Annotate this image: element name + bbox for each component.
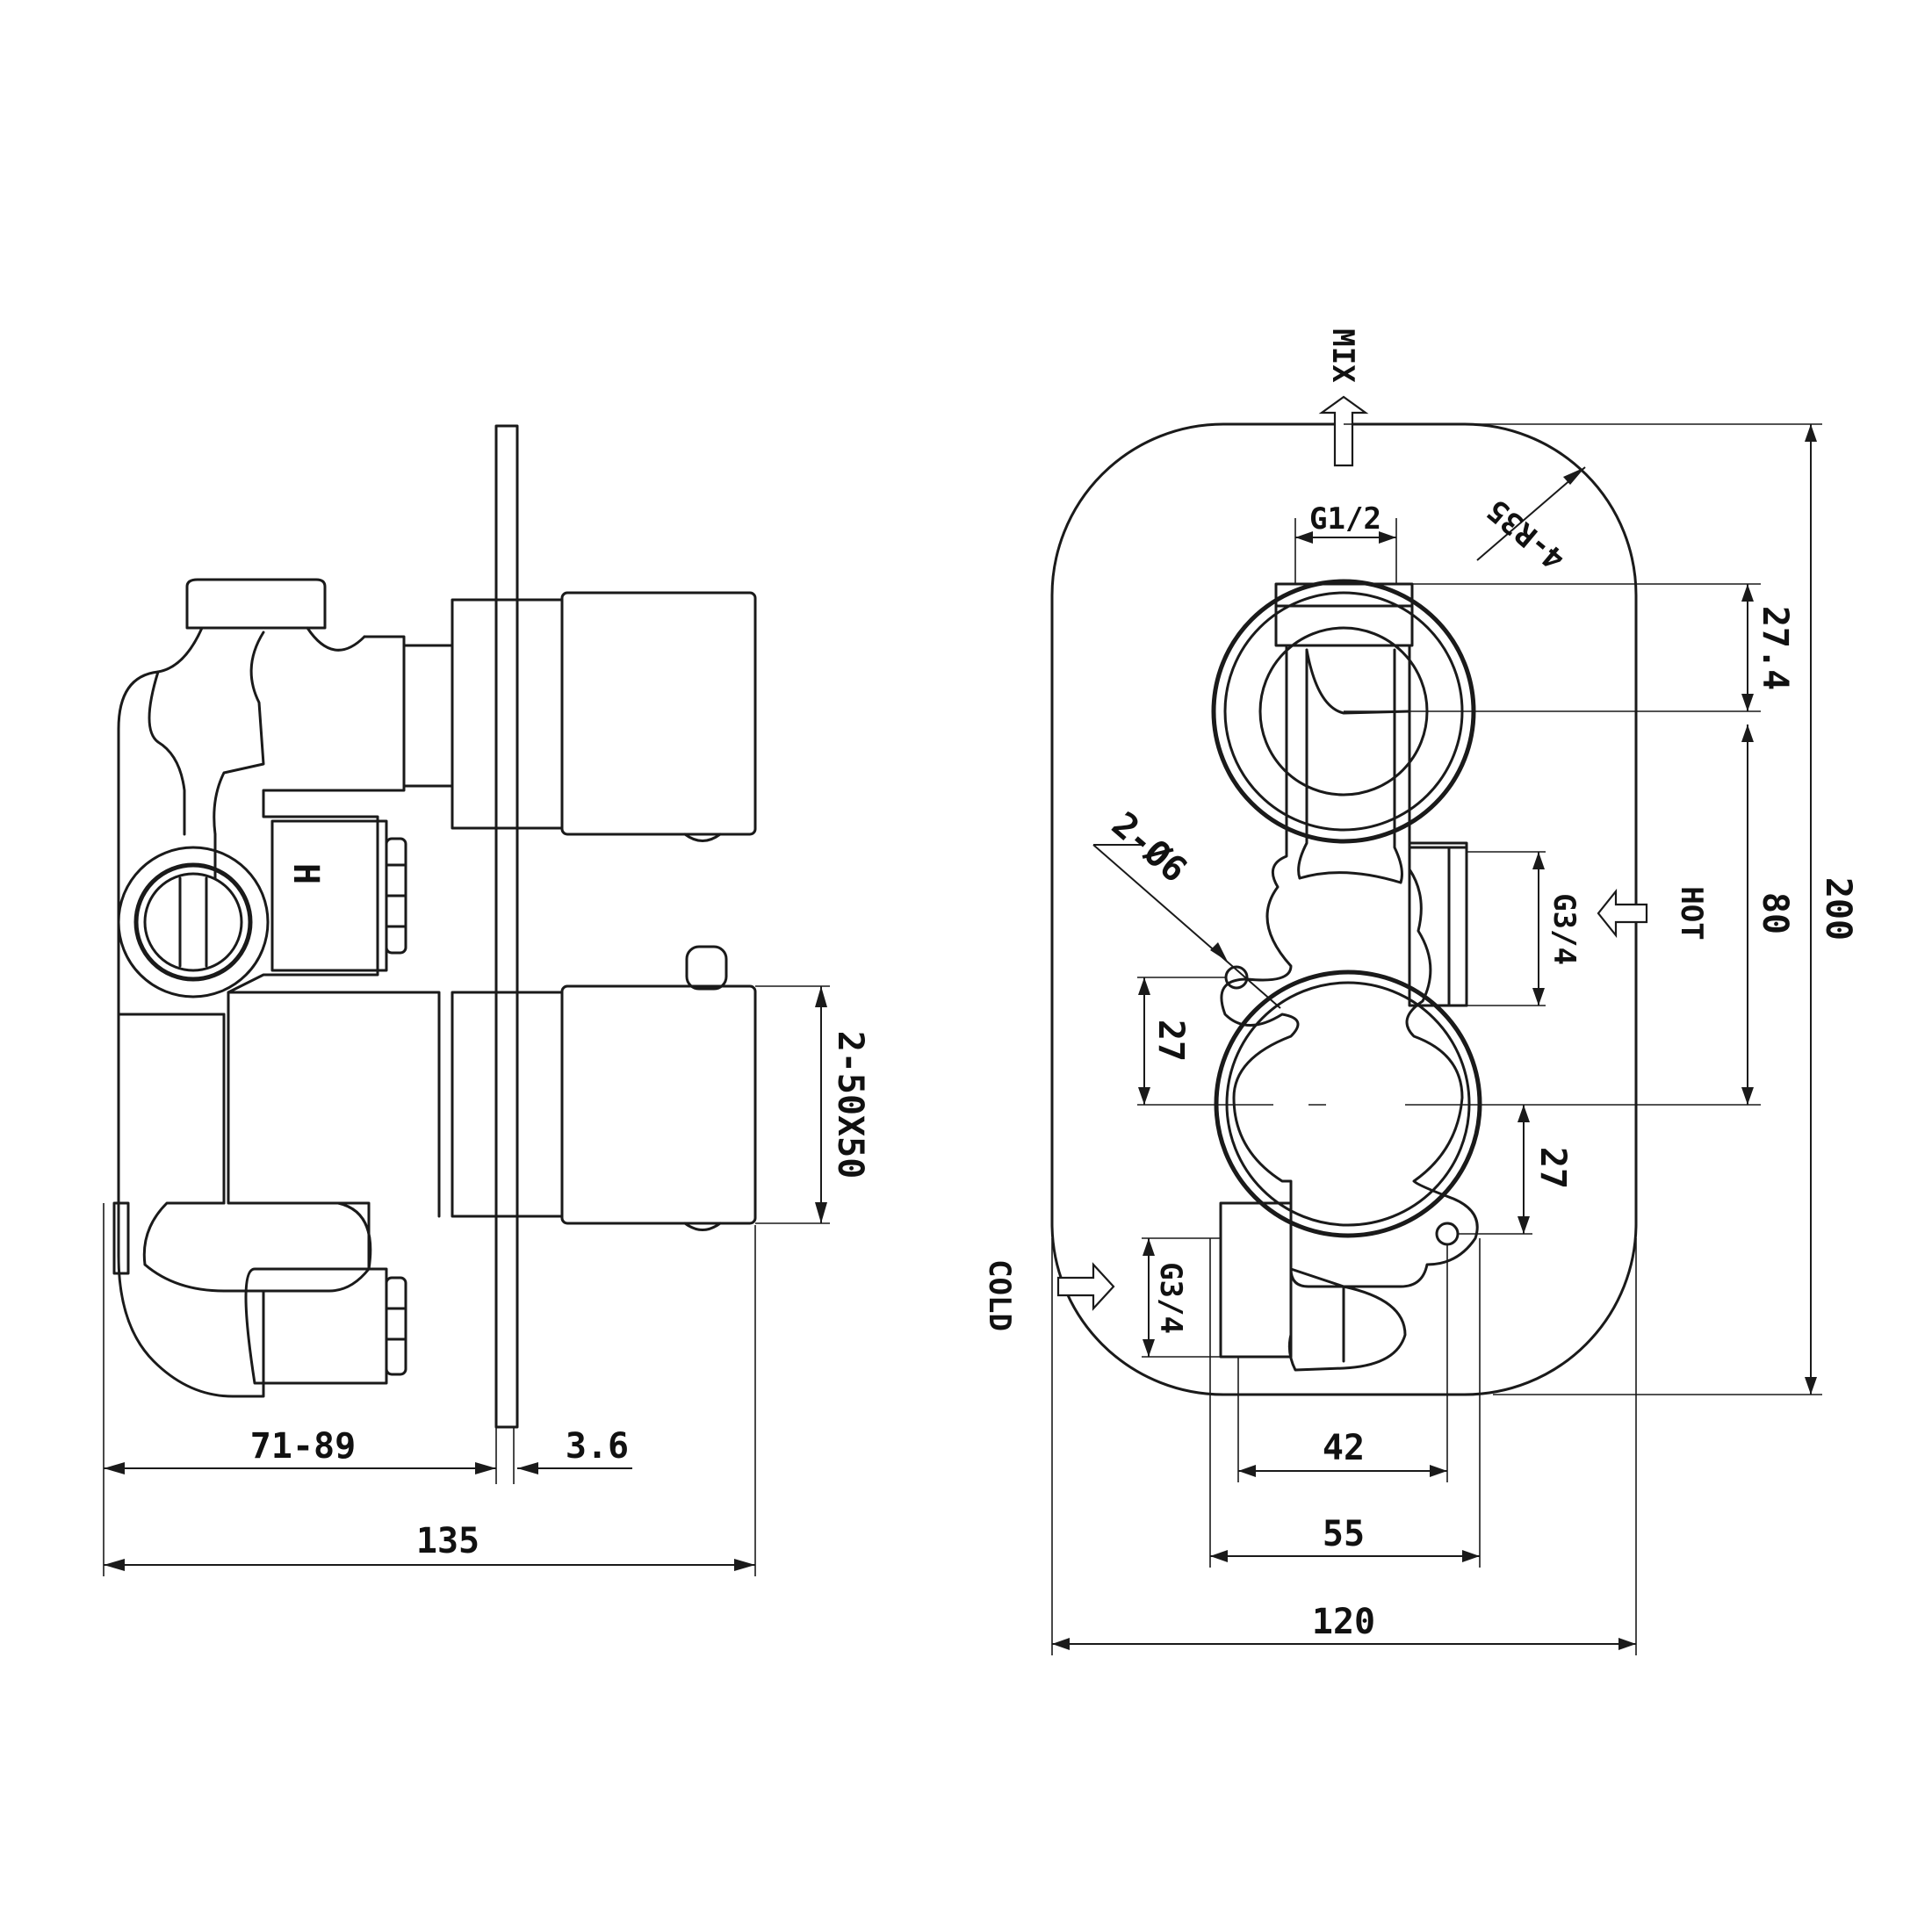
valve-body [117, 635, 441, 1398]
cold-arrow [1056, 1262, 1115, 1311]
side-view: H 71-89 3.6 135 [103, 424, 870, 1576]
hot-fitting [270, 819, 388, 972]
hot-arrow [1597, 888, 1648, 939]
dim-body-width: 55 [1323, 1514, 1365, 1554]
dim-hole-lower: 27 [1532, 1147, 1573, 1189]
outlet-block [1274, 582, 1414, 647]
port-cold-label: COLD [982, 1259, 1017, 1331]
thread-outlet: G1/2 [1309, 501, 1381, 537]
cold-fitting [244, 1267, 388, 1385]
hot-inlet-fitting [1408, 846, 1468, 1007]
cold-inlet-fitting [1219, 1201, 1293, 1359]
dim-corner-radius: 4-R35 [1481, 492, 1572, 576]
dim-plate-thickness: 3.6 [566, 1426, 629, 1467]
dim-handles: 2-50X50 [830, 1031, 870, 1179]
dim-plate-width: 120 [1312, 1602, 1375, 1642]
front-view: MIX G1/2 4-R35 [982, 328, 1858, 1655]
upper-collar [451, 598, 564, 830]
mix-arrow [1318, 395, 1369, 467]
dim-total-height: 200 [1818, 877, 1858, 941]
mount-hole-upper [1224, 965, 1249, 990]
thread-hot: G3/4 [1546, 893, 1582, 965]
hot-marker: H [285, 863, 326, 884]
dim-holes: 2-Ø6 [1104, 804, 1194, 890]
thread-cold: G3/4 [1153, 1262, 1188, 1334]
dim-depth-range: 71-89 [250, 1426, 356, 1467]
dim-hole-upper: 27 [1150, 1020, 1191, 1062]
upper-handle [560, 591, 757, 836]
lower-handle [560, 984, 757, 1225]
top-outlet [185, 578, 327, 630]
dim-inner-width: 42 [1323, 1428, 1365, 1468]
lower-collar [451, 991, 564, 1218]
front-valve-body [1220, 644, 1479, 1288]
dim-center-span: 80 [1755, 892, 1795, 934]
port-mix-label: MIX [1325, 328, 1360, 383]
handle-knob [685, 945, 728, 991]
lower-cartridge-outer [1214, 970, 1482, 1238]
mount-hole-lower [1435, 1222, 1460, 1246]
port-hot-label: HOT [1674, 886, 1709, 940]
hot-port-ring [133, 862, 253, 982]
hot-port-outer [117, 846, 270, 998]
dim-top-offset: 27.4 [1755, 606, 1795, 690]
dim-total-depth: 135 [416, 1521, 479, 1561]
wall-plate [494, 424, 519, 1429]
